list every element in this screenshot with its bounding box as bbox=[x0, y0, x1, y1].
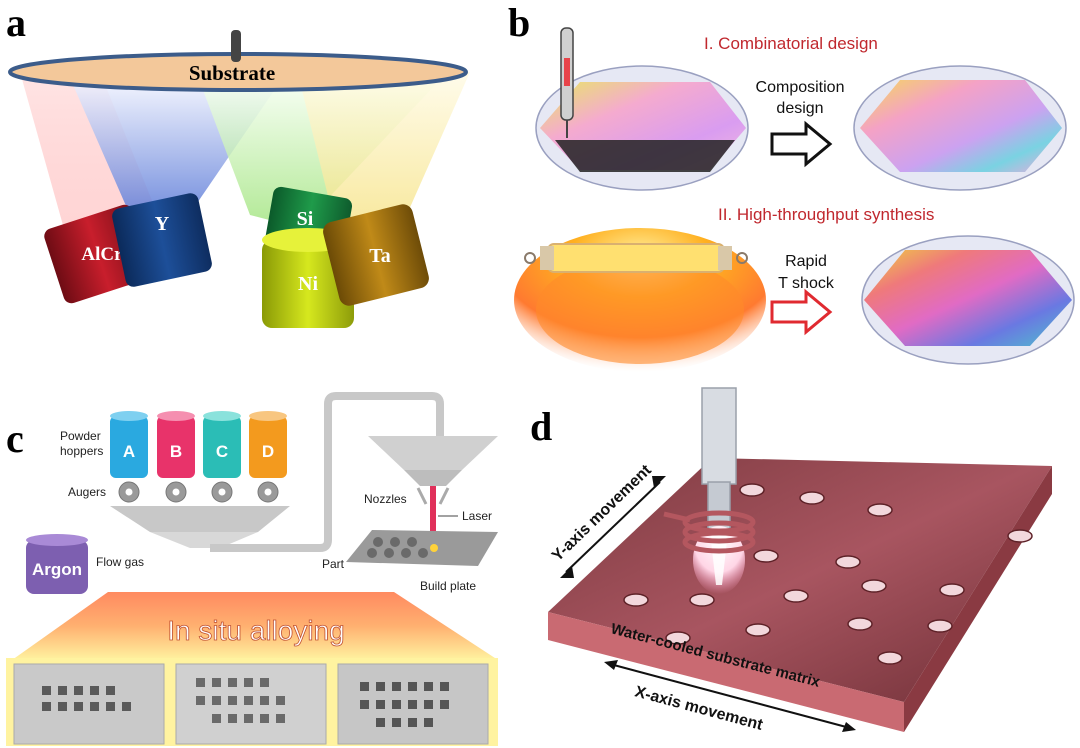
wafer-synthesized-pattern bbox=[864, 250, 1072, 346]
panel-b: b I. Combinatorial design Composition de… bbox=[508, 0, 1075, 372]
build-plate-label: Build plate bbox=[420, 579, 476, 593]
arrow2-label-line2: T shock bbox=[778, 275, 835, 292]
target-alcr-label: AlCr bbox=[81, 244, 123, 265]
powder-funnel-neck bbox=[150, 532, 258, 548]
x-axis-arrowhead-start bbox=[604, 660, 618, 670]
heater-end-right bbox=[718, 246, 732, 270]
wafer-design-dark-rows bbox=[555, 140, 735, 172]
substrate-wells bbox=[623, 483, 1033, 665]
nozzle-left bbox=[416, 487, 428, 505]
flow-gas-label: Flow gas bbox=[96, 555, 144, 569]
sample-cubes-1 bbox=[42, 686, 131, 711]
substrate-label: Substrate bbox=[189, 61, 275, 85]
nozzle-tip bbox=[404, 470, 462, 486]
hopper-d: D bbox=[249, 411, 287, 478]
deposition-beam bbox=[710, 532, 728, 585]
coil-lead bbox=[663, 511, 691, 523]
pipette-liquid bbox=[564, 58, 570, 86]
induction-coil bbox=[682, 510, 756, 554]
sample-cubes-2 bbox=[196, 678, 285, 723]
panel-d-label: d bbox=[530, 404, 552, 449]
in-situ-label: In situ alloying bbox=[167, 615, 344, 646]
heater-lamp bbox=[547, 243, 725, 273]
x-axis-arrowhead-end bbox=[842, 722, 856, 732]
target-ta: Ta bbox=[323, 204, 429, 306]
arrow1-label-line1: Composition bbox=[756, 79, 845, 96]
hopper-d-label: D bbox=[262, 442, 274, 461]
hopper-b: B bbox=[157, 411, 195, 478]
step2-title: II. High-throughput synthesis bbox=[718, 205, 934, 224]
target-ni-label: Ni bbox=[298, 273, 318, 295]
printed-parts bbox=[367, 537, 428, 558]
target-y: Y bbox=[112, 193, 212, 287]
hopper-c-label: C bbox=[216, 442, 228, 461]
hopper-a: A bbox=[110, 411, 148, 478]
target-y-label: Y bbox=[155, 213, 170, 235]
panel-c: c Powder hoppers Augers A B C D bbox=[6, 392, 498, 746]
build-plate bbox=[346, 530, 498, 566]
arrow1-label-line2: design bbox=[776, 100, 823, 117]
auger-gear-hub bbox=[125, 488, 133, 496]
argon-tank-top bbox=[26, 534, 88, 546]
powder-hoppers-label-line2: hoppers bbox=[60, 444, 103, 458]
wafer-designed-pattern bbox=[860, 80, 1062, 172]
melt-pool bbox=[430, 544, 438, 552]
powder-feed-tube bbox=[210, 392, 444, 552]
heater-end-left bbox=[540, 246, 554, 270]
auger-gear-hub bbox=[218, 488, 226, 496]
sample-cubes-3 bbox=[360, 682, 449, 727]
heater-connector-right bbox=[736, 252, 748, 264]
in-situ-banner bbox=[12, 592, 498, 660]
substrate-holder bbox=[231, 30, 241, 62]
nozzle-head bbox=[368, 436, 498, 470]
substrate-plate-front bbox=[548, 612, 904, 732]
panel-b-label: b bbox=[508, 0, 530, 45]
panel-d: d Y-axis movement bbox=[530, 387, 1052, 734]
panel-a-label: a bbox=[6, 0, 26, 45]
y-axis-arrowhead-end bbox=[652, 476, 666, 488]
panel-c-label: c bbox=[6, 416, 24, 461]
powder-hoppers-label-line1: Powder bbox=[60, 429, 101, 443]
sample-photo-1 bbox=[13, 663, 165, 745]
nozzle-right bbox=[438, 487, 450, 505]
y-axis-arrowhead-start bbox=[560, 566, 574, 578]
auger-gear-hub bbox=[264, 488, 272, 496]
x-axis-label: X-axis movement bbox=[633, 683, 765, 734]
part-label: Part bbox=[322, 557, 345, 571]
hopper-a-label: A bbox=[123, 442, 135, 461]
auger-gear-hub bbox=[172, 488, 180, 496]
heater-connector-left bbox=[524, 252, 536, 264]
step1-title: I. Combinatorial design bbox=[704, 34, 878, 53]
augers-label: Augers bbox=[68, 485, 106, 499]
composition-arrow bbox=[770, 120, 833, 168]
hopper-c: C bbox=[203, 411, 241, 478]
powder-funnel bbox=[110, 506, 290, 532]
argon-label: Argon bbox=[32, 560, 82, 579]
laser-label: Laser bbox=[462, 509, 492, 523]
target-ta-label: Ta bbox=[369, 245, 391, 267]
tshock-arrow bbox=[770, 288, 833, 336]
x-axis-arrow bbox=[609, 663, 851, 729]
nozzles-label: Nozzles bbox=[364, 492, 407, 506]
y-axis-arrow bbox=[565, 481, 661, 573]
panel-a: a Substrate AlCr Y Si Ni Ta bbox=[6, 0, 470, 328]
hopper-b-label: B bbox=[170, 442, 182, 461]
laser-beam bbox=[430, 486, 436, 548]
wafer-heated bbox=[536, 256, 744, 364]
deposition-head bbox=[701, 387, 737, 485]
target-si-label: Si bbox=[297, 208, 314, 230]
arrow2-label-line1: Rapid bbox=[785, 253, 827, 270]
argon-tank bbox=[26, 540, 88, 594]
